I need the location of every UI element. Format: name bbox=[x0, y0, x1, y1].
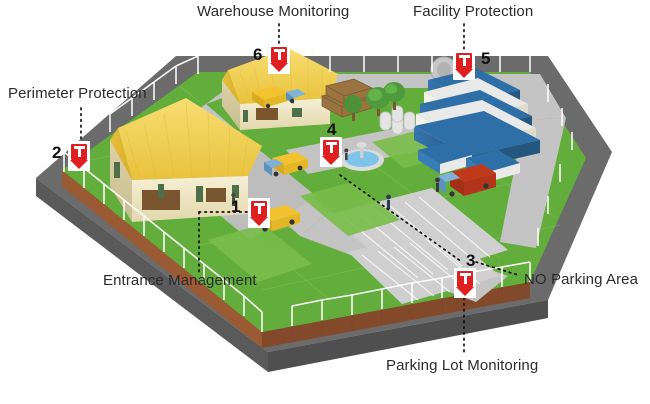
marker-number-4: 4 bbox=[327, 120, 337, 139]
camera-icon bbox=[273, 48, 285, 60]
callout-leaders bbox=[80, 23, 519, 356]
label-parking-lot-monitoring: Parking Lot Monitoring bbox=[386, 357, 539, 374]
marker-number-1: 1 bbox=[231, 197, 241, 216]
marker-number-2: 2 bbox=[52, 143, 62, 162]
camera-icon bbox=[325, 141, 337, 153]
camera-marker-6[interactable] bbox=[268, 44, 290, 74]
camera-icon bbox=[253, 202, 265, 214]
marker-tip-3 bbox=[456, 287, 474, 296]
leader-courtyard-path bbox=[339, 174, 463, 263]
camera-icon bbox=[458, 54, 470, 66]
marker-tip-2 bbox=[70, 160, 88, 169]
marker-tip-6 bbox=[270, 63, 288, 72]
truck-yellow-rear bbox=[252, 86, 306, 109]
camera-marker-4[interactable] bbox=[320, 137, 342, 167]
perimeter-fence bbox=[63, 55, 573, 332]
camera-marker-2[interactable] bbox=[68, 141, 90, 171]
storage-tanks bbox=[379, 105, 416, 135]
truck-red bbox=[438, 164, 496, 197]
camera-icon bbox=[73, 145, 85, 157]
label-entrance-management: Entrance Management bbox=[103, 272, 257, 289]
warehouse-building-main bbox=[110, 98, 262, 222]
marker-tip-4 bbox=[322, 156, 340, 165]
label-no-parking-area: NO Parking Area bbox=[524, 271, 639, 288]
marker-number-3: 3 bbox=[466, 251, 476, 270]
camera-marker-3[interactable] bbox=[454, 268, 476, 298]
pedestrians bbox=[231, 148, 440, 209]
leader-no-parking-area bbox=[475, 261, 519, 276]
camera-marker-1[interactable] bbox=[248, 198, 270, 228]
truck-yellow-mid bbox=[264, 152, 308, 177]
camera-marker-5[interactable] bbox=[453, 50, 475, 80]
label-facility-protection: Facility Protection bbox=[413, 3, 534, 20]
marker-tip-5 bbox=[455, 69, 473, 78]
fountain bbox=[340, 142, 384, 171]
label-warehouse-monitoring: Warehouse Monitoring bbox=[197, 3, 350, 20]
trees bbox=[344, 82, 405, 121]
label-perimeter-protection: Perimeter Protection bbox=[8, 85, 147, 102]
office-building bbox=[414, 56, 540, 182]
marker-tip-1 bbox=[250, 217, 268, 226]
camera-icon bbox=[459, 272, 471, 284]
marker-number-6: 6 bbox=[253, 45, 263, 64]
marker-number-5: 5 bbox=[481, 49, 491, 68]
